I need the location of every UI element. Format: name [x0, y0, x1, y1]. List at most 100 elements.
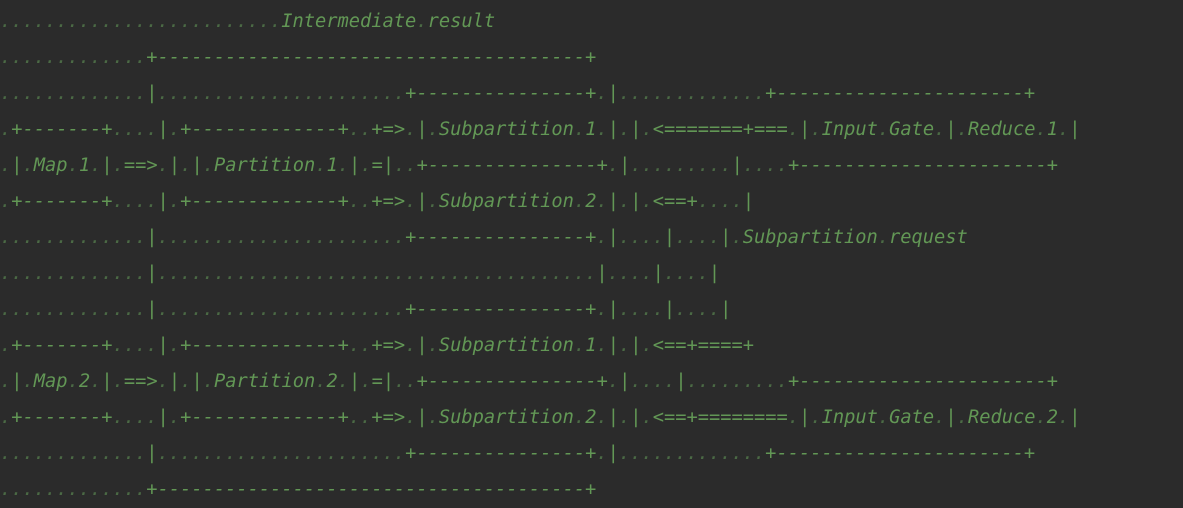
filler-dots: .	[607, 155, 620, 176]
diagram-text: |	[157, 335, 169, 356]
filler-dots: ....	[607, 263, 653, 284]
diagram-text: |	[619, 371, 631, 392]
diagram-text: |	[146, 299, 158, 320]
filler-dots: ..	[348, 335, 372, 356]
filler-dots: .......................................	[157, 263, 597, 284]
diagram-text: <=======+===	[652, 119, 788, 140]
filler-dots: .............	[618, 443, 766, 464]
diagram-text: =|	[371, 155, 395, 176]
filler-dots: .	[573, 119, 586, 140]
diagram-text: Input	[821, 407, 878, 428]
filler-dots: .	[90, 371, 102, 392]
diagram-text: Subpartition	[742, 227, 878, 248]
diagram-text: ==>	[123, 371, 158, 392]
filler-dots: ....	[112, 407, 158, 428]
diagram-text: 2	[1046, 407, 1058, 428]
filler-dots: .	[202, 371, 214, 392]
filler-dots: .	[573, 191, 586, 212]
diagram-text: |	[607, 299, 619, 320]
filler-dots: ....	[630, 371, 676, 392]
diagram-line: .+-------+....|.+-------------+..+=>.|.S…	[0, 328, 1081, 364]
diagram-text: Map	[33, 155, 68, 176]
filler-dots: .	[0, 191, 12, 212]
diagram-text: |	[1069, 407, 1081, 428]
diagram-text: Gate	[889, 407, 935, 428]
diagram-text: |	[416, 407, 428, 428]
diagram-text: 2	[585, 191, 597, 212]
diagram-text: <==+====+	[652, 335, 755, 356]
filler-dots: .	[596, 407, 608, 428]
filler-dots: .	[596, 299, 608, 320]
diagram-text: 2	[585, 407, 597, 428]
diagram-text: |	[720, 227, 732, 248]
diagram-text: |	[945, 407, 957, 428]
filler-dots: .	[787, 407, 800, 428]
filler-dots: ..	[348, 407, 372, 428]
filler-dots: .............	[0, 227, 147, 248]
filler-dots: .	[731, 227, 743, 248]
diagram-text: |	[607, 119, 619, 140]
diagram-text: Intermediate	[281, 11, 417, 32]
diagram-text: |	[708, 263, 721, 284]
filler-dots: .	[427, 407, 439, 428]
diagram-text: +----------------------+	[765, 443, 1036, 464]
diagram-text: |	[630, 335, 642, 356]
filler-dots: .	[573, 407, 586, 428]
filler-dots: .	[315, 371, 327, 392]
diagram-text: |	[146, 83, 158, 104]
filler-dots: .	[112, 155, 124, 176]
filler-dots: .	[877, 227, 889, 248]
filler-dots: .	[810, 119, 822, 140]
diagram-text: Input	[821, 119, 878, 140]
filler-dots: .	[0, 371, 12, 392]
diagram-text: +-------------+	[180, 335, 349, 356]
diagram-line: .+-------+....|.+-------------+..+=>.|.S…	[0, 400, 1081, 436]
diagram-text: |	[945, 119, 957, 140]
diagram-text: result	[427, 11, 496, 32]
filler-dots: .	[596, 83, 608, 104]
filler-dots: ....	[675, 227, 721, 248]
diagram-text: +----------------------+	[765, 83, 1036, 104]
diagram-text: |	[191, 155, 203, 176]
filler-dots: .	[168, 191, 181, 212]
filler-dots: .	[596, 443, 608, 464]
filler-dots: .	[877, 407, 890, 428]
filler-dots: .........	[630, 155, 732, 176]
diagram-text: +---------------+	[405, 443, 597, 464]
filler-dots: ....	[663, 263, 709, 284]
diagram-text: |	[101, 371, 113, 392]
filler-dots: ......................	[157, 443, 406, 464]
diagram-text: +-------+	[11, 407, 113, 428]
filler-dots: .............	[618, 83, 766, 104]
diagram-text: |	[157, 119, 169, 140]
filler-dots: .	[956, 119, 968, 140]
filler-dots: .	[180, 155, 192, 176]
filler-dots: .	[607, 371, 620, 392]
filler-dots: .	[596, 119, 608, 140]
diagram-text: +---------------+	[405, 227, 597, 248]
diagram-text: Partition	[213, 155, 316, 176]
filler-dots: .	[168, 335, 181, 356]
diagram-text: 1	[585, 119, 597, 140]
diagram-text: |	[349, 155, 361, 176]
diagram-line: .|.Map.1.|.==>.|.|.Partition.1.|.=|..+--…	[0, 148, 1081, 184]
diagram-text: |	[1069, 119, 1081, 140]
filler-dots: .	[596, 191, 608, 212]
filler-dots: .	[22, 155, 34, 176]
filler-dots: .	[596, 227, 608, 248]
filler-dots: .	[619, 407, 631, 428]
diagram-line: .............|..........................…	[0, 256, 1081, 292]
filler-dots: ......................	[157, 83, 406, 104]
diagram-text: <==+========	[652, 407, 788, 428]
diagram-text: |	[11, 155, 23, 176]
diagram-text: 1	[1046, 119, 1058, 140]
filler-dots: .............	[0, 47, 147, 68]
filler-dots: .........	[686, 371, 788, 392]
diagram-line: .............|......................+---…	[0, 76, 1081, 112]
filler-dots: ....	[697, 191, 743, 212]
filler-dots: ..	[348, 191, 372, 212]
diagram-text: |	[596, 263, 608, 284]
diagram-text: +---------------+	[405, 83, 597, 104]
filler-dots: ....	[618, 299, 664, 320]
diagram-text: |	[416, 335, 428, 356]
